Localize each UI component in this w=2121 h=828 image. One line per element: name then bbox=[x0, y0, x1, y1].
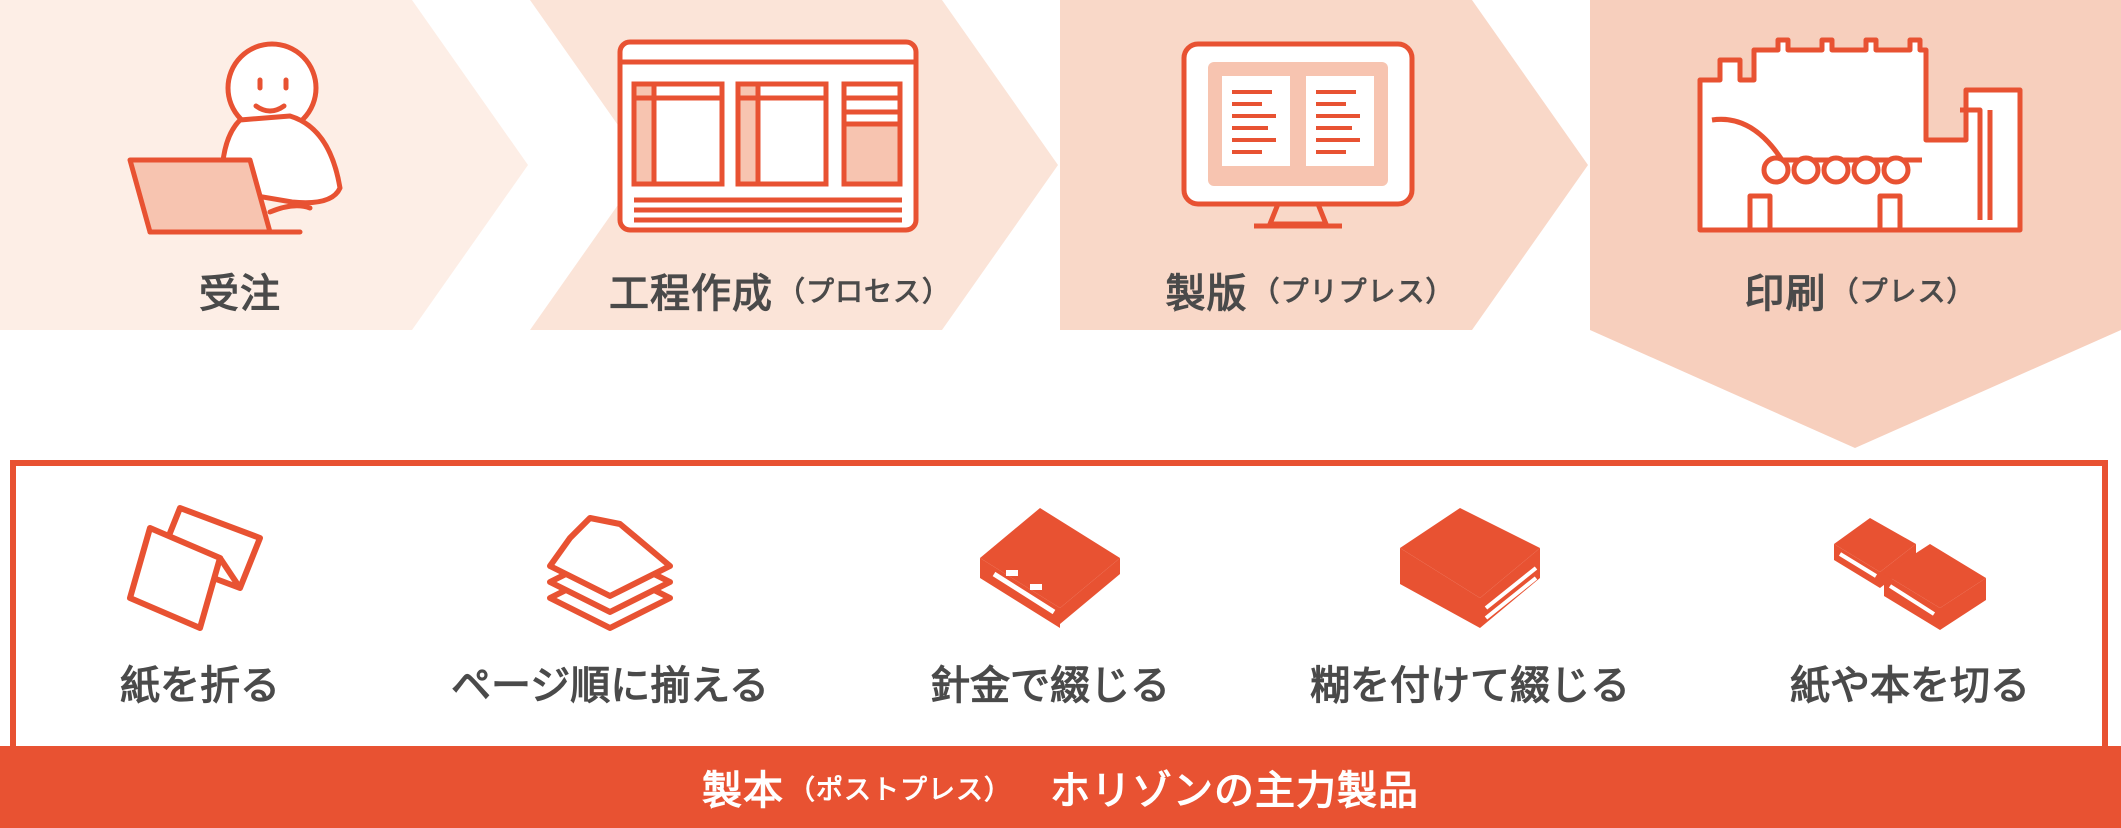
step-label-press: 印刷 （プレス） bbox=[1650, 262, 2070, 318]
step-4-title: 印刷 bbox=[1744, 271, 1827, 317]
task-label: 糊を付けて綴じる bbox=[1310, 663, 1630, 709]
step-label-order: 受注 bbox=[100, 262, 380, 318]
task-collate-pages: ページ順に揃える bbox=[420, 478, 800, 728]
step-4-subtitle: （プレス） bbox=[1830, 275, 1976, 308]
task-label: ページ順に揃える bbox=[451, 663, 769, 709]
task-trim: 紙や本を切る bbox=[1720, 478, 2100, 728]
banner-subtitle: （ポストプレス） bbox=[788, 774, 1012, 806]
task-label: 紙や本を切る bbox=[1790, 663, 2030, 709]
stapled-book-icon bbox=[980, 508, 1120, 628]
banner-tagline: ホリゾンの主力製品 bbox=[1050, 768, 1419, 814]
step-3-title: 製版 bbox=[1165, 271, 1248, 317]
monitor-icon bbox=[1181, 41, 1415, 229]
paper-stack-icon bbox=[547, 515, 673, 631]
task-label: 紙を折る bbox=[120, 663, 280, 709]
cut-books-icon bbox=[1834, 518, 1986, 630]
person-laptop-icon bbox=[127, 41, 343, 235]
step-2-title: 工程作成 bbox=[608, 271, 773, 317]
task-glue-bind: 糊を付けて綴じる bbox=[1280, 478, 1660, 728]
task-fold-paper: 紙を折る bbox=[10, 478, 390, 728]
banner-title: 製本 bbox=[702, 768, 784, 814]
folded-paper-icon bbox=[127, 505, 263, 631]
step-1-title: 受注 bbox=[199, 271, 281, 317]
layout-window-icon bbox=[617, 39, 919, 233]
printing-press-icon bbox=[1697, 37, 2023, 233]
task-wire-stitch: 針金で綴じる bbox=[860, 478, 1240, 728]
postpress-banner: 製本 （ポストプレス） ホリゾンの主力製品 bbox=[0, 746, 2121, 828]
step-label-process: 工程作成 （プロセス） bbox=[570, 262, 990, 318]
step-3-subtitle: （プリプレス） bbox=[1251, 275, 1455, 308]
step-2-subtitle: （プロセス） bbox=[776, 275, 951, 308]
glued-book-icon bbox=[1400, 508, 1540, 628]
process-flow bbox=[0, 0, 2121, 448]
step-label-prepress: 製版 （プリプレス） bbox=[1100, 262, 1520, 318]
task-label: 針金で綴じる bbox=[930, 663, 1170, 709]
